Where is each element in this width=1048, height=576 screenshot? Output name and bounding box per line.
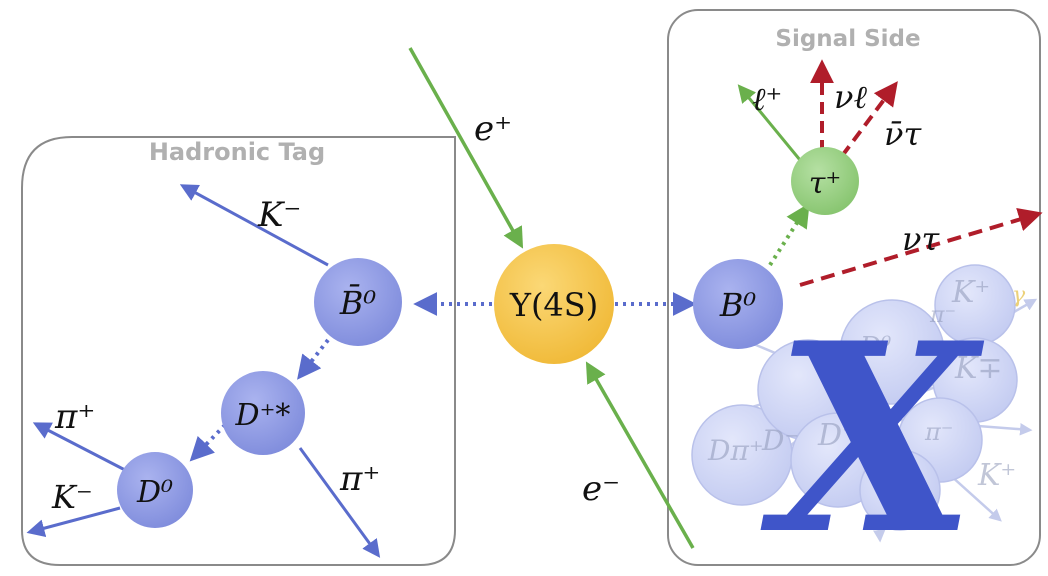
fragment-label: D⁻ — [761, 424, 799, 457]
k-minus-bottom-track — [26, 506, 121, 537]
upsilon-label: Υ(4S) — [509, 286, 598, 324]
e-minus-beam — [585, 361, 695, 549]
b0-label: B⁰ — [719, 286, 757, 324]
fragment-label: D⁰ — [859, 332, 892, 362]
fragment-label: Dπ⁺ — [707, 434, 764, 467]
e-plus-beam — [408, 47, 524, 249]
dstar-to-d0 — [189, 423, 227, 462]
e-minus-label: e⁻ — [582, 469, 620, 509]
b0-node — [693, 259, 783, 349]
fragment-label: K⁺ — [951, 275, 990, 310]
fragment-label: K⁺ — [977, 458, 1016, 493]
tau-label: τ⁺ — [809, 166, 841, 201]
k-minus-track — [179, 184, 329, 267]
fragment-label: D⁻ — [817, 418, 858, 453]
nubar-tau-label: ν̄τ — [884, 115, 922, 153]
pi-plus-right-label: π⁺ — [339, 459, 380, 499]
tau-node — [791, 147, 859, 215]
b0bar-to-dstar — [297, 338, 330, 380]
hadronic-tag-title: Hadronic Tag — [149, 138, 325, 166]
nubar-tau-track — [840, 81, 898, 158]
signal-side-box — [667, 9, 1041, 566]
d0-label: D⁰ — [136, 475, 173, 510]
b0-to-tau — [768, 202, 810, 267]
k-minus-bottom-label: K⁻ — [51, 478, 93, 516]
x-cluster: K⁺ γ π⁻ D⁰ D⁻ D⁻ K∓ π⁻ K⁺ Dπ⁺ π⁰ X — [691, 264, 1038, 576]
d0-node — [117, 452, 193, 528]
b0bar-label: B̄⁰ — [339, 284, 377, 322]
signal-side-title: Signal Side — [775, 26, 920, 52]
fragment-bubble — [859, 449, 941, 531]
fragment-label: K∓ — [954, 351, 1003, 386]
lepton-label: ℓ⁺ — [752, 80, 782, 118]
fragment-label: π⁻ — [929, 303, 956, 328]
fragment-label: γ — [1012, 283, 1026, 308]
k-minus-top-label: K⁻ — [257, 195, 301, 235]
pi-plus-left-label: π⁺ — [54, 397, 95, 437]
fragment-label: π⁻ — [924, 418, 953, 446]
pi-plus-right-track — [298, 447, 381, 558]
nu-lepton-label: νℓ — [834, 78, 867, 116]
e-plus-label: e⁺ — [474, 109, 512, 149]
dstar-label: D⁺* — [235, 398, 291, 433]
hadronic-tag-box — [21, 136, 456, 566]
nu-tau-track — [799, 207, 1043, 287]
dstar-node — [221, 371, 305, 455]
nu-tau-label: ντ — [902, 220, 940, 258]
big-x-label: X — [758, 287, 986, 576]
upsilon-node — [494, 244, 614, 364]
b0bar-node — [314, 258, 402, 346]
lepton-track — [737, 84, 802, 161]
pi-plus-left-track — [32, 422, 126, 472]
fragment-label: π⁰ — [835, 361, 862, 389]
